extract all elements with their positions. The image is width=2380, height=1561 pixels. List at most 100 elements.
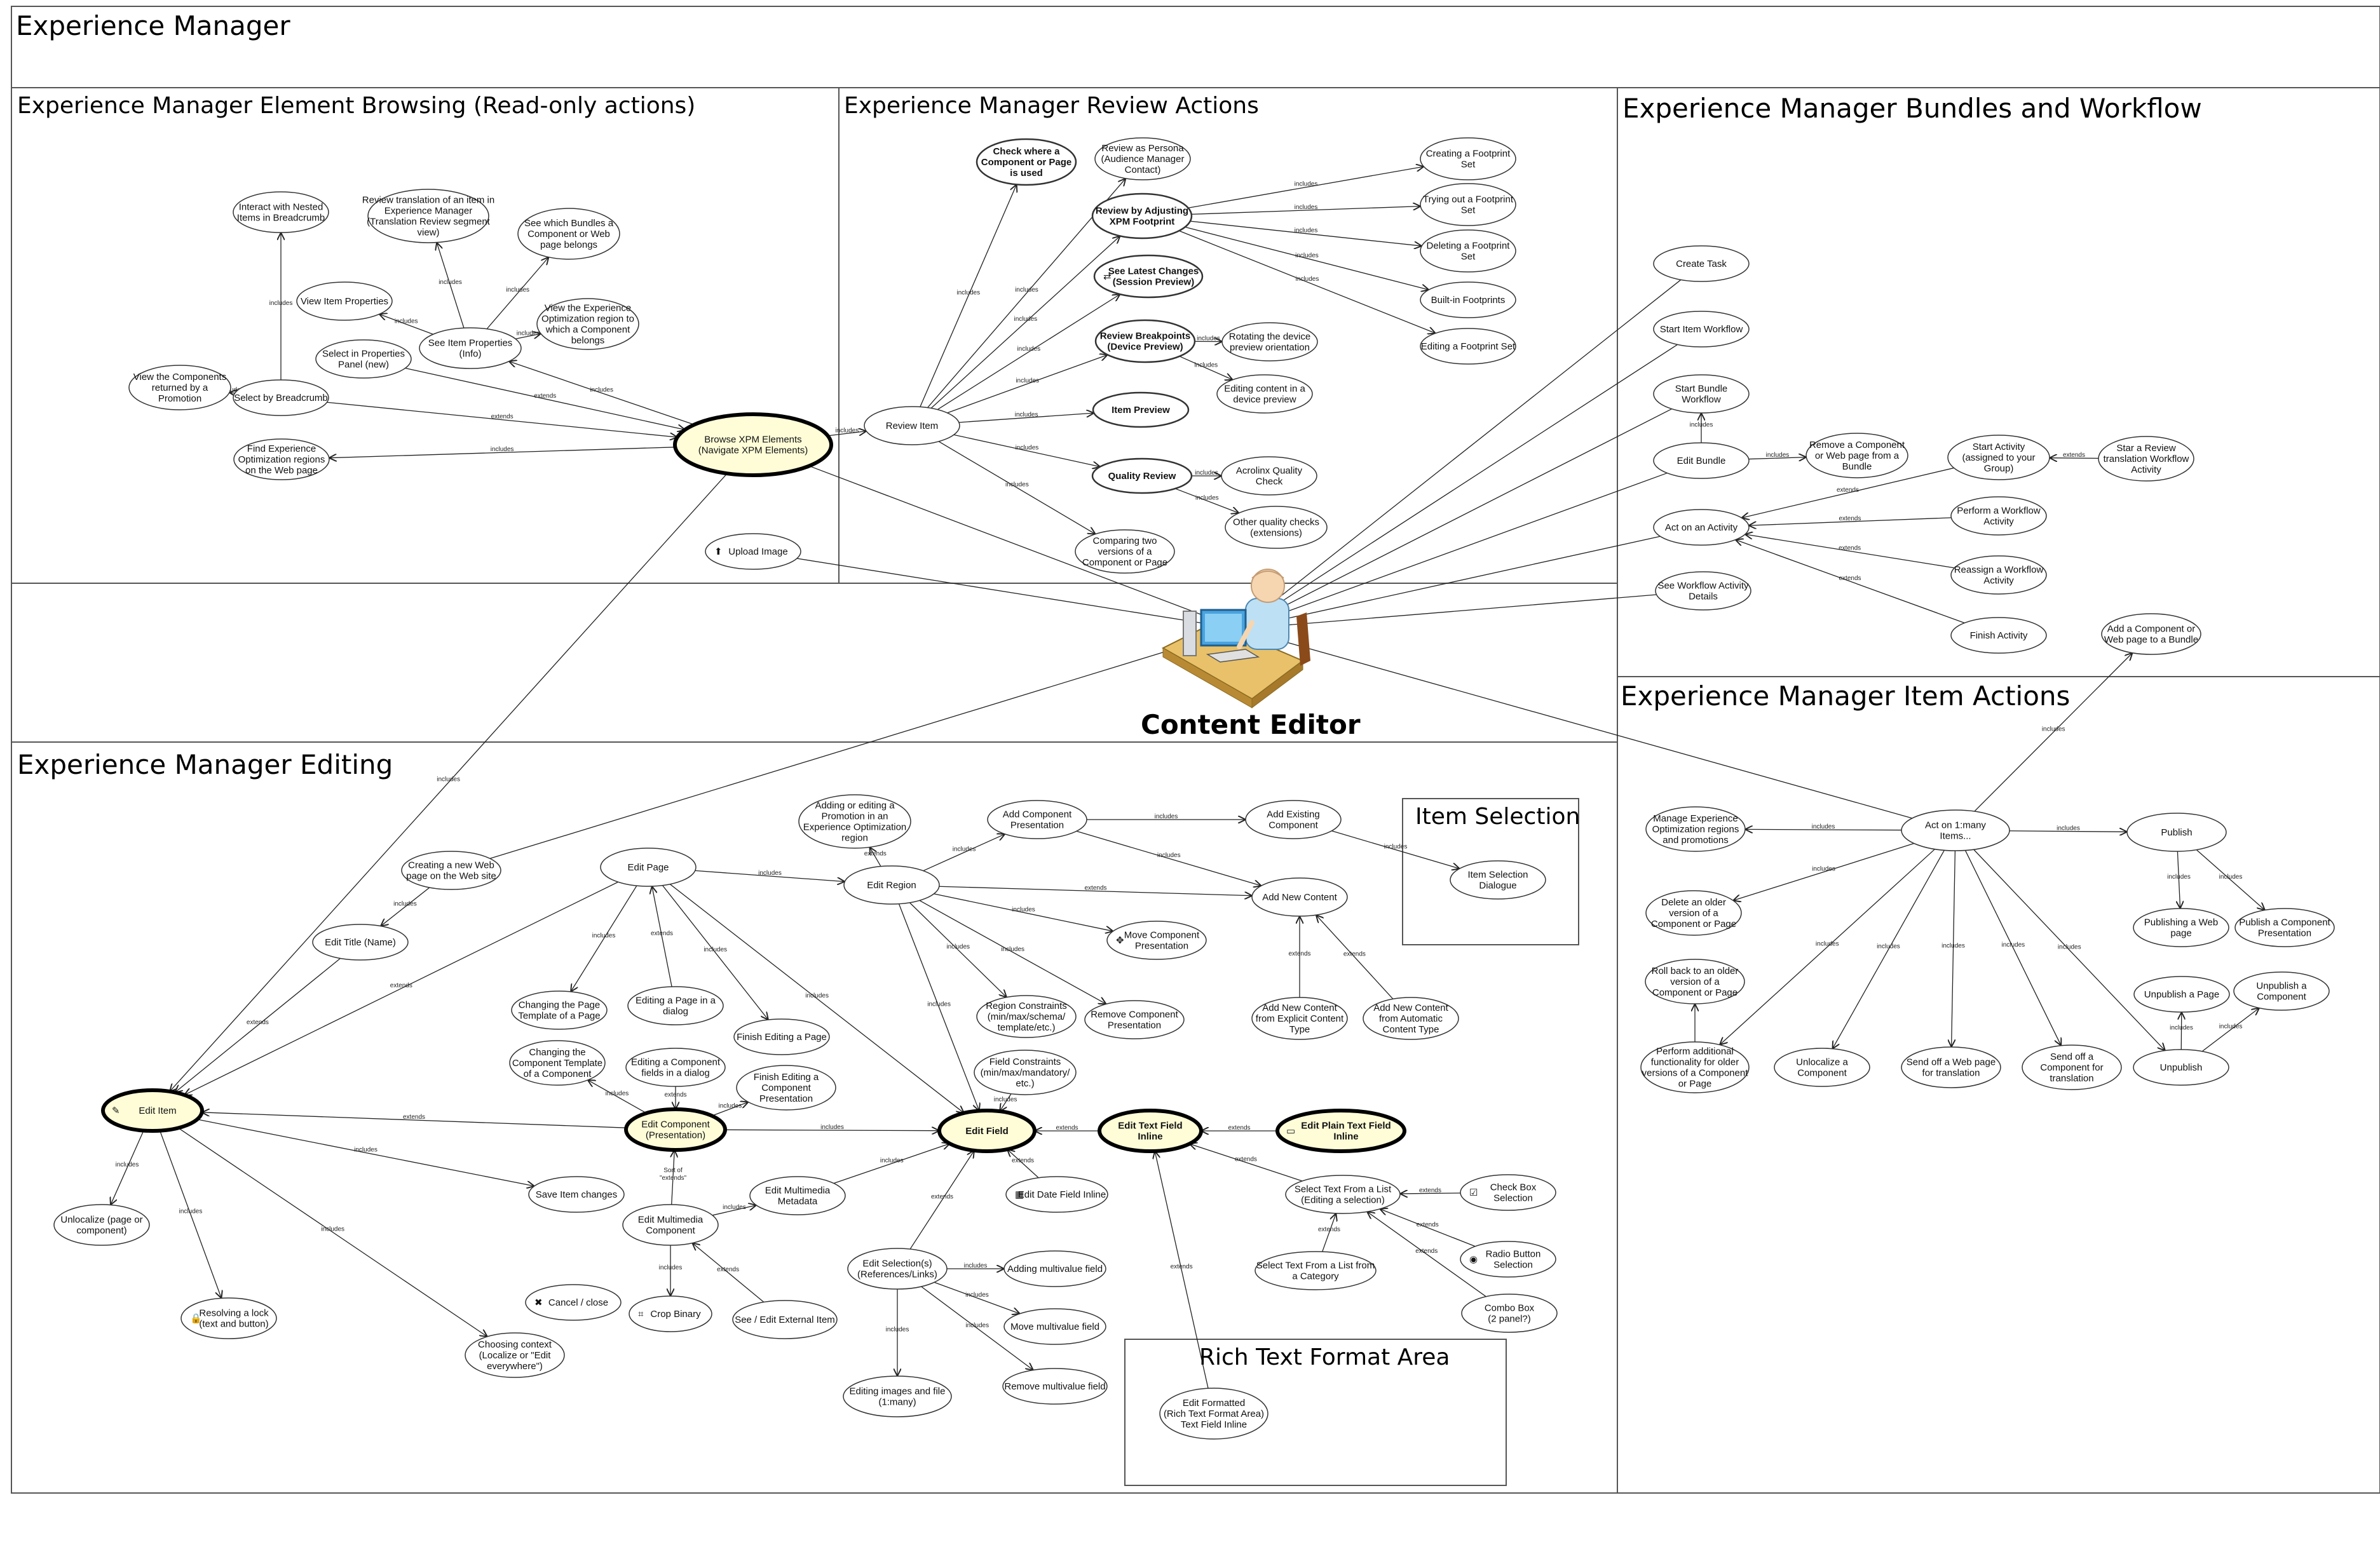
use-case-save-changes[interactable]: Save Item changes	[528, 1176, 625, 1213]
use-case-edit-bundle[interactable]: Edit Bundle	[1653, 442, 1750, 479]
use-case-unpublish-page[interactable]: Unpublish a Page	[2133, 976, 2230, 1013]
use-case-edit-images-files[interactable]: Editing images and file(1:many)	[843, 1375, 952, 1417]
use-case-edit-page[interactable]: Edit Page	[600, 848, 697, 887]
use-case-edit-region[interactable]: Edit Region	[843, 865, 940, 905]
use-case-combo-box[interactable]: Combo Box(2 panel?)	[1461, 1294, 1558, 1333]
use-case-adding-multivalue[interactable]: Adding multivalue field	[1003, 1250, 1106, 1287]
use-case-publish[interactable]: Publish	[2126, 813, 2227, 852]
use-case-edit-rtf-inline[interactable]: Edit Formatted(Rich Text Format Area)Tex…	[1159, 1388, 1268, 1440]
use-case-upload-image[interactable]: Upload Image⬆	[705, 533, 801, 570]
use-case-select-text-list[interactable]: Select Text From a List(Editing a select…	[1285, 1175, 1401, 1214]
use-case-select-breadcrumb[interactable]: Select by Breadcrumb	[233, 379, 329, 416]
use-case-cancel-close[interactable]: Cancel / close✖	[525, 1284, 622, 1321]
use-case-edit-external[interactable]: See / Edit External Item	[732, 1300, 838, 1339]
use-case-review-breakpoints[interactable]: Review Breakpoints(Device Preview)	[1094, 319, 1196, 363]
use-case-edit-field[interactable]: Edit Field	[937, 1109, 1037, 1153]
use-case-create-task[interactable]: Create Task	[1653, 245, 1750, 282]
use-case-item-preview[interactable]: Item Preview	[1092, 391, 1190, 428]
use-case-review-item[interactable]: Review Item	[864, 406, 960, 445]
use-case-quality-review[interactable]: Quality Review	[1091, 457, 1193, 494]
use-case-finish-edit-page[interactable]: Finish Editing a Page	[733, 1018, 830, 1055]
use-case-move-multivalue[interactable]: Move multivalue field	[1003, 1308, 1106, 1345]
use-case-see-latest[interactable]: See Latest Changes(Session Preview)⇄	[1093, 254, 1204, 299]
use-case-edit-fp-set[interactable]: Editing a Footprint Set	[1420, 328, 1516, 365]
use-case-edit-item[interactable]: Edit Item✎	[101, 1088, 204, 1133]
use-case-crop-binary[interactable]: Crop Binary⌗	[629, 1295, 712, 1332]
content-editor-actor[interactable]: Content Editor	[1141, 569, 1361, 740]
use-case-browse-xpm[interactable]: Browse XPM Elements(Navigate XPM Element…	[673, 412, 833, 477]
use-case-builtin-fp[interactable]: Built-in Footprints	[1420, 281, 1516, 318]
use-case-act-on-activity[interactable]: Act on an Activity	[1653, 509, 1750, 546]
use-case-view-item-props[interactable]: View Item Properties	[296, 281, 393, 321]
use-case-edit-selections[interactable]: Edit Selection(s)(References/Links)	[847, 1248, 948, 1290]
use-case-resolve-lock[interactable]: Resolving a lock(text and button)🔒	[180, 1297, 277, 1339]
use-case-see-item-props[interactable]: See Item Properties(Info)	[419, 327, 522, 369]
use-case-edit-component[interactable]: Edit Component(Presentation)	[624, 1107, 727, 1152]
use-case-remove-multivalue[interactable]: Remove multivalue field	[1002, 1368, 1108, 1405]
use-case-edit-date-inline[interactable]: Edit Date Field Inline▦	[1005, 1176, 1108, 1213]
use-case-other-quality[interactable]: Other quality checks(extensions)	[1225, 506, 1328, 549]
use-case-finish-activity[interactable]: Finish Activity	[1950, 617, 2047, 654]
use-case-field-constraints[interactable]: Field Constraints(min/max/mandatory/etc.…	[974, 1050, 1077, 1095]
use-case-start-item-wf[interactable]: Start Item Workflow	[1653, 311, 1750, 348]
use-case-region-constraints[interactable]: Region Constraints(min/max/schema/templa…	[976, 995, 1077, 1038]
use-case-edit-title[interactable]: Edit Title (Name)	[312, 924, 409, 961]
use-case-add-new-content[interactable]: Add New Content	[1251, 877, 1348, 917]
use-case-unpublish[interactable]: Unpublish	[2133, 1049, 2229, 1086]
